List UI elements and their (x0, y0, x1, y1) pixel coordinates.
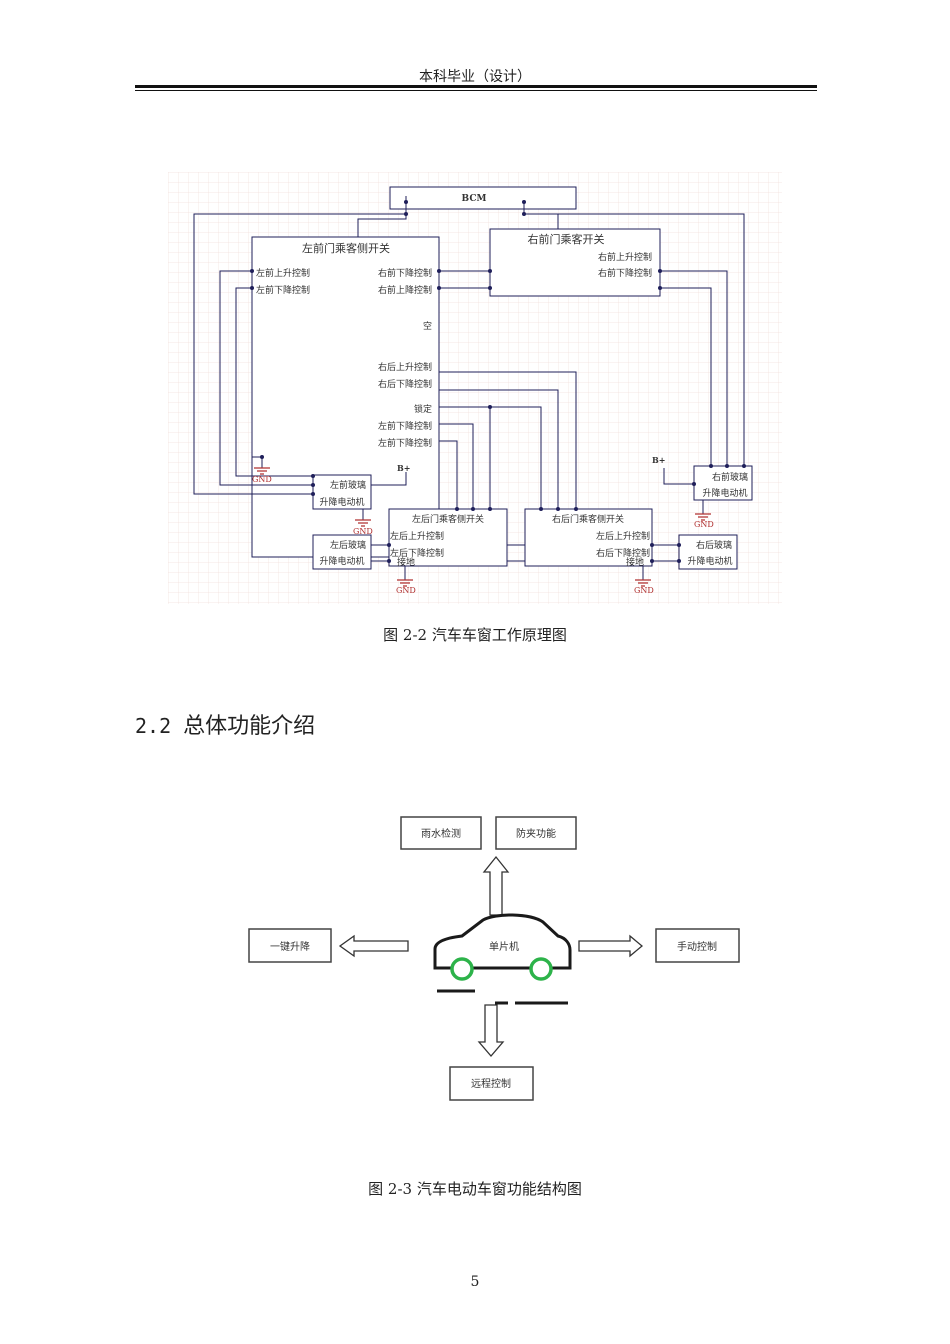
left-rear-motor-box (312, 534, 372, 570)
gnd-label: GND (252, 475, 272, 484)
anti-pinch-box (495, 816, 577, 850)
lr-pin: 左后上升控制 (390, 530, 444, 542)
lf-right-pin: 右后上升控制 (378, 361, 432, 373)
rf-pin: 右前上升控制 (598, 251, 652, 263)
rr-ground-label: 接地 (626, 556, 644, 568)
junction-dots (250, 200, 746, 563)
section-title: 总体功能介绍 (183, 714, 316, 739)
lf-right-pin: 锁定 (414, 403, 432, 415)
arrow-left-icon (338, 934, 409, 958)
rf-motor-line1: 右前玻璃 (712, 471, 748, 483)
right-rear-switch-title: 右后门乘客侧开关 (552, 513, 624, 525)
rr-motor-line2: 升降电动机 (687, 555, 732, 567)
bcm-label: BCM (462, 194, 487, 204)
rr-pin: 左后上升控制 (596, 530, 650, 542)
gnd-label: GND (353, 527, 373, 536)
lf-right-pin: 左前下降控制 (378, 437, 432, 449)
lr-motor-line1: 左后玻璃 (330, 539, 366, 551)
lf-motor-line2: 升降电动机 (319, 496, 364, 508)
gnd-label: GND (694, 520, 714, 529)
one-key-lift-label: 一键升降 (270, 940, 310, 953)
right-front-switch-box (489, 228, 661, 297)
right-rear-motor-box (678, 534, 738, 570)
lf-right-pin: 右后下降控制 (378, 378, 432, 390)
lf-left-pin: 左前上升控制 (256, 267, 310, 279)
manual-control-label: 手动控制 (677, 940, 717, 953)
rain-detection-label: 雨水检测 (421, 827, 461, 840)
bplus-label-right: B+ (652, 455, 665, 465)
section-heading: 2.2 总体功能介绍 (135, 708, 315, 740)
function-structure-diagram: 雨水检测 防夹功能 一键升降 手动控制 远程控制 单片机 (248, 816, 740, 1101)
left-front-motor-box (312, 474, 372, 510)
rr-pin: 右后下降控制 (596, 547, 650, 559)
left-rear-switch-box (388, 508, 508, 567)
section-number: 2.2 (135, 714, 172, 738)
lf-motor-line1: 左前玻璃 (330, 479, 366, 491)
lf-right-pin: 右前上降控制 (378, 284, 432, 296)
page-header-title: 本科毕业（设计） (419, 69, 531, 85)
lr-ground-label: 接地 (397, 556, 415, 568)
rain-detection-box (400, 816, 482, 850)
header-rule-thin (135, 90, 817, 91)
lr-motor-line2: 升降电动机 (319, 555, 364, 567)
left-front-switch-title: 左前门乘客侧开关 (302, 241, 390, 255)
remote-control-box (449, 1066, 534, 1101)
arrow-right-icon (578, 934, 644, 958)
rf-pin: 右前下降控制 (598, 267, 652, 279)
right-front-switch-title: 右前门乘客开关 (528, 232, 605, 246)
one-key-lift-box (248, 928, 332, 963)
right-front-motor-box (693, 465, 753, 501)
gnd-label: GND (396, 586, 416, 595)
lf-right-pin: 左前下降控制 (378, 420, 432, 432)
right-rear-switch-box (524, 508, 653, 567)
lr-pin: 左后下降控制 (390, 547, 444, 559)
page-number: 5 (470, 1274, 480, 1290)
bplus-label-left: B+ (397, 463, 410, 473)
mcu-label: 单片机 (489, 940, 519, 953)
figure-2-2-caption: 图 2-2 汽车车窗工作原理图 (383, 626, 567, 644)
lf-right-pin: 空 (423, 320, 432, 332)
figure-2-3-caption: 图 2-3 汽车电动车窗功能结构图 (368, 1180, 582, 1198)
arrow-down-icon (477, 1004, 505, 1057)
manual-control-box (655, 928, 740, 963)
ground-symbols (254, 467, 711, 587)
header-rule (135, 85, 817, 88)
rr-motor-line1: 右后玻璃 (696, 539, 732, 551)
remote-control-label: 远程控制 (471, 1077, 511, 1090)
car-icon (433, 913, 572, 1005)
rf-motor-line2: 升降电动机 (702, 487, 747, 499)
anti-pinch-label: 防夹功能 (516, 827, 556, 840)
lf-left-pin: 左前下降控制 (256, 284, 310, 296)
lf-right-pin: 右前下降控制 (378, 267, 432, 279)
bcm-box (389, 186, 577, 210)
gnd-label: GND (634, 586, 654, 595)
window-circuit-diagram: BCM 左前门乘客侧开关 左前上升控制 左前下降控制 右前下降控制 右前上降控制… (168, 172, 782, 604)
left-rear-switch-title: 左后门乘客侧开关 (412, 513, 484, 525)
arrow-up-icon (482, 855, 510, 916)
